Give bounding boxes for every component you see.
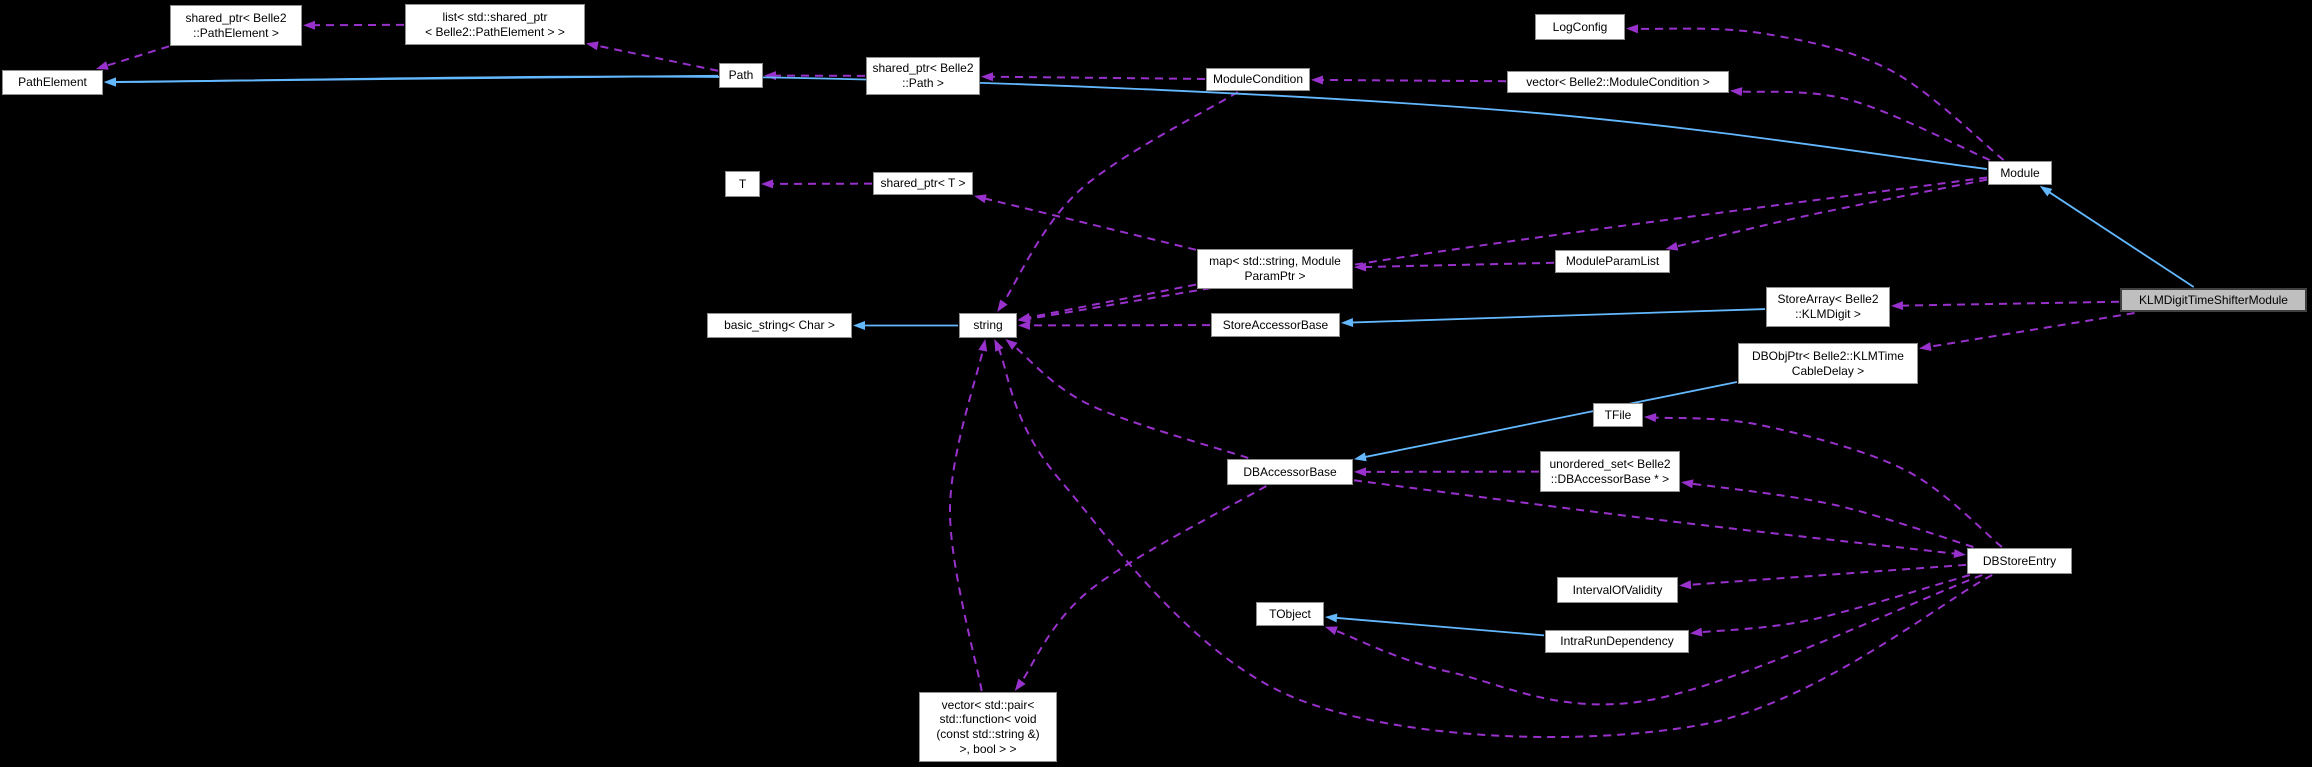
- node-unordered_set_dbaccessorbase[interactable]: unordered_set< Belle2 ::DBAccessorBase *…: [1540, 451, 1680, 492]
- arrowhead-vector_pair_function_bool-string: [978, 339, 988, 352]
- edge-map_moduleparamptr-string: [1026, 283, 1197, 319]
- arrowhead-moduleparamlist-map_moduleparamptr: [1354, 262, 1367, 272]
- edge-storearray_klmdigit-storeaccessorbase: [1349, 308, 1766, 324]
- arrowhead-string-basic_string_char: [853, 321, 865, 330]
- edge-moduleparamlist-map_moduleparamptr: [1362, 261, 1555, 269]
- node-klm_module[interactable]: KLMDigitTimeShifterModule: [2120, 288, 2307, 312]
- edge-module-moduleparamlist: [1674, 178, 1988, 248]
- arrowhead-module-moduleparamlist: [1665, 241, 1679, 251]
- arrowhead-klm_module-module: [2039, 186, 2053, 197]
- edge-klm_module-storearray_klmdigit: [1899, 300, 2120, 307]
- arrowhead-storearray_klmdigit-storeaccessorbase: [1341, 317, 1354, 327]
- arrowhead-klm_module-dbobjptr_klmtimecabledelay: [1919, 342, 1932, 352]
- edge-klm_module-module: [2046, 190, 2195, 288]
- arrowhead-vector_modulecondition-modulecondition: [1311, 75, 1324, 85]
- arrowhead-dbstoreentry-string: [994, 339, 1004, 352]
- node-logconfig[interactable]: LogConfig: [1535, 14, 1625, 40]
- node-map_moduleparamptr[interactable]: map< std::string, Module ParamPtr >: [1197, 249, 1353, 289]
- edge-dbstoreentry-intervalofvalidity: [1687, 563, 1967, 586]
- node-dbaccessorbase[interactable]: DBAccessorBase: [1227, 459, 1353, 485]
- edge-dbstoreentry-tobject: [1333, 574, 1983, 706]
- arrowhead-map_moduleparamptr-sptr_t: [974, 194, 987, 204]
- node-intrarundependency[interactable]: IntraRunDependency: [1545, 630, 1689, 653]
- node-tobject[interactable]: TObject: [1256, 602, 1324, 626]
- arrowhead-dbaccessorbase-string: [1005, 339, 1018, 350]
- node-tfile[interactable]: TFile: [1593, 403, 1643, 427]
- edge-module-pathelement: [112, 75, 1988, 170]
- edge-dbaccessorbase-vector_pair_function_bool: [1019, 485, 1267, 685]
- arrowhead-list_sptr_pathelement-sptr_pathelement: [303, 20, 316, 30]
- edge-dbaccessorbase-dbstoreentry: [1353, 479, 1958, 555]
- node-module[interactable]: Module: [1988, 161, 2052, 185]
- arrowhead-module-vector_modulecondition: [1730, 87, 1743, 97]
- arrowhead-sptr_path-path: [764, 71, 777, 81]
- arrowhead-module-string: [1018, 314, 1031, 324]
- edge-sptr_pathelement-pathelement: [104, 45, 170, 68]
- edge-intrarundependency-tobject: [1333, 616, 1545, 637]
- node-vector_pair_function_bool[interactable]: vector< std::pair< std::function< void (…: [919, 692, 1057, 762]
- node-path[interactable]: Path: [719, 63, 763, 88]
- arrowhead-dbstoreentry-tfile: [1644, 413, 1657, 423]
- node-storearray_klmdigit[interactable]: StoreArray< Belle2 ::KLMDigit >: [1766, 287, 1890, 327]
- arrowhead-dbstoreentry-unordered_set_dbaccessorbase: [1681, 479, 1694, 489]
- arrowhead-modulecondition-sptr_path: [981, 72, 994, 82]
- arrowhead-module-logconfig: [1626, 24, 1639, 34]
- arrowhead-dbstoreentry-intrarundependency: [1690, 627, 1703, 637]
- edge-dbobjptr_klmtimecabledelay-dbaccessorbase: [1362, 381, 1738, 459]
- arrowhead-sptr_t-t: [761, 179, 774, 189]
- node-moduleparamlist[interactable]: ModuleParamList: [1555, 250, 1670, 273]
- node-pathelement[interactable]: PathElement: [2, 70, 103, 95]
- edge-module-vector_modulecondition: [1738, 90, 1991, 161]
- edge-dbstoreentry-tfile: [1652, 416, 2003, 548]
- arrowhead-dbstoreentry-intervalofvalidity: [1679, 580, 1692, 590]
- edge-module-string: [1026, 176, 1988, 321]
- edge-dbstoreentry-string: [997, 346, 1993, 739]
- edge-modulecondition-sptr_path: [989, 75, 1206, 80]
- edge-modulecondition-string: [1001, 91, 1239, 306]
- node-dbobjptr_klmtimecabledelay[interactable]: DBObjPtr< Belle2::KLMTime CableDelay >: [1738, 343, 1918, 384]
- node-list_sptr_pathelement[interactable]: list< std::shared_ptr < Belle2::PathElem…: [405, 4, 585, 45]
- edge-dbstoreentry-intrarundependency: [1698, 574, 1971, 634]
- arrowhead-klm_module-storearray_klmdigit: [1891, 301, 1904, 311]
- edge-dbaccessorbase-string: [1011, 343, 1249, 459]
- arrowhead-dbaccessorbase-dbstoreentry: [1953, 549, 1966, 559]
- node-vector_modulecondition[interactable]: vector< Belle2::ModuleCondition >: [1507, 71, 1729, 93]
- node-intervalofvalidity[interactable]: IntervalOfValidity: [1557, 577, 1678, 603]
- edge-map_moduleparamptr-sptr_t: [982, 197, 1197, 251]
- node-sptr_pathelement[interactable]: shared_ptr< Belle2 ::PathElement >: [170, 5, 302, 46]
- arrowhead-dbobjptr_klmtimecabledelay-dbaccessorbase: [1354, 452, 1367, 462]
- arrowhead-module-pathelement: [104, 77, 117, 87]
- edge-dbstoreentry-unordered_set_dbaccessorbase: [1689, 482, 1974, 548]
- node-modulecondition[interactable]: ModuleCondition: [1206, 68, 1310, 91]
- edge-module-logconfig: [1634, 27, 2005, 161]
- edge-vector_pair_function_bool-string: [948, 347, 985, 692]
- node-string[interactable]: string: [959, 313, 1017, 338]
- arrowhead-unordered_set_dbaccessorbase-dbaccessorbase: [1354, 467, 1367, 477]
- node-t[interactable]: T: [725, 171, 760, 197]
- edge-path-list_sptr_pathelement: [594, 44, 719, 72]
- arrowhead-intrarundependency-tobject: [1325, 613, 1338, 623]
- node-sptr_t[interactable]: shared_ptr< T >: [873, 172, 973, 195]
- node-sptr_path[interactable]: shared_ptr< Belle2 ::Path >: [866, 57, 980, 95]
- arrowhead-modulecondition-string: [997, 299, 1008, 312]
- arrowhead-sptr_pathelement-pathelement: [95, 61, 109, 70]
- node-dbstoreentry[interactable]: DBStoreEntry: [1967, 548, 2072, 574]
- edge-vector_modulecondition-modulecondition: [1319, 78, 1507, 83]
- node-basic_string_char[interactable]: basic_string< Char >: [707, 313, 852, 338]
- edge-klm_module-dbobjptr_klmtimecabledelay: [1927, 312, 2135, 349]
- arrowhead-storeaccessorbase-string: [1018, 320, 1031, 330]
- arrowhead-dbaccessorbase-vector_pair_function_bool: [1014, 678, 1026, 691]
- arrowhead-dbstoreentry-tobject: [1325, 626, 1338, 636]
- node-storeaccessorbase[interactable]: StoreAccessorBase: [1211, 313, 1340, 337]
- arrowhead-path-list_sptr_pathelement: [586, 41, 599, 51]
